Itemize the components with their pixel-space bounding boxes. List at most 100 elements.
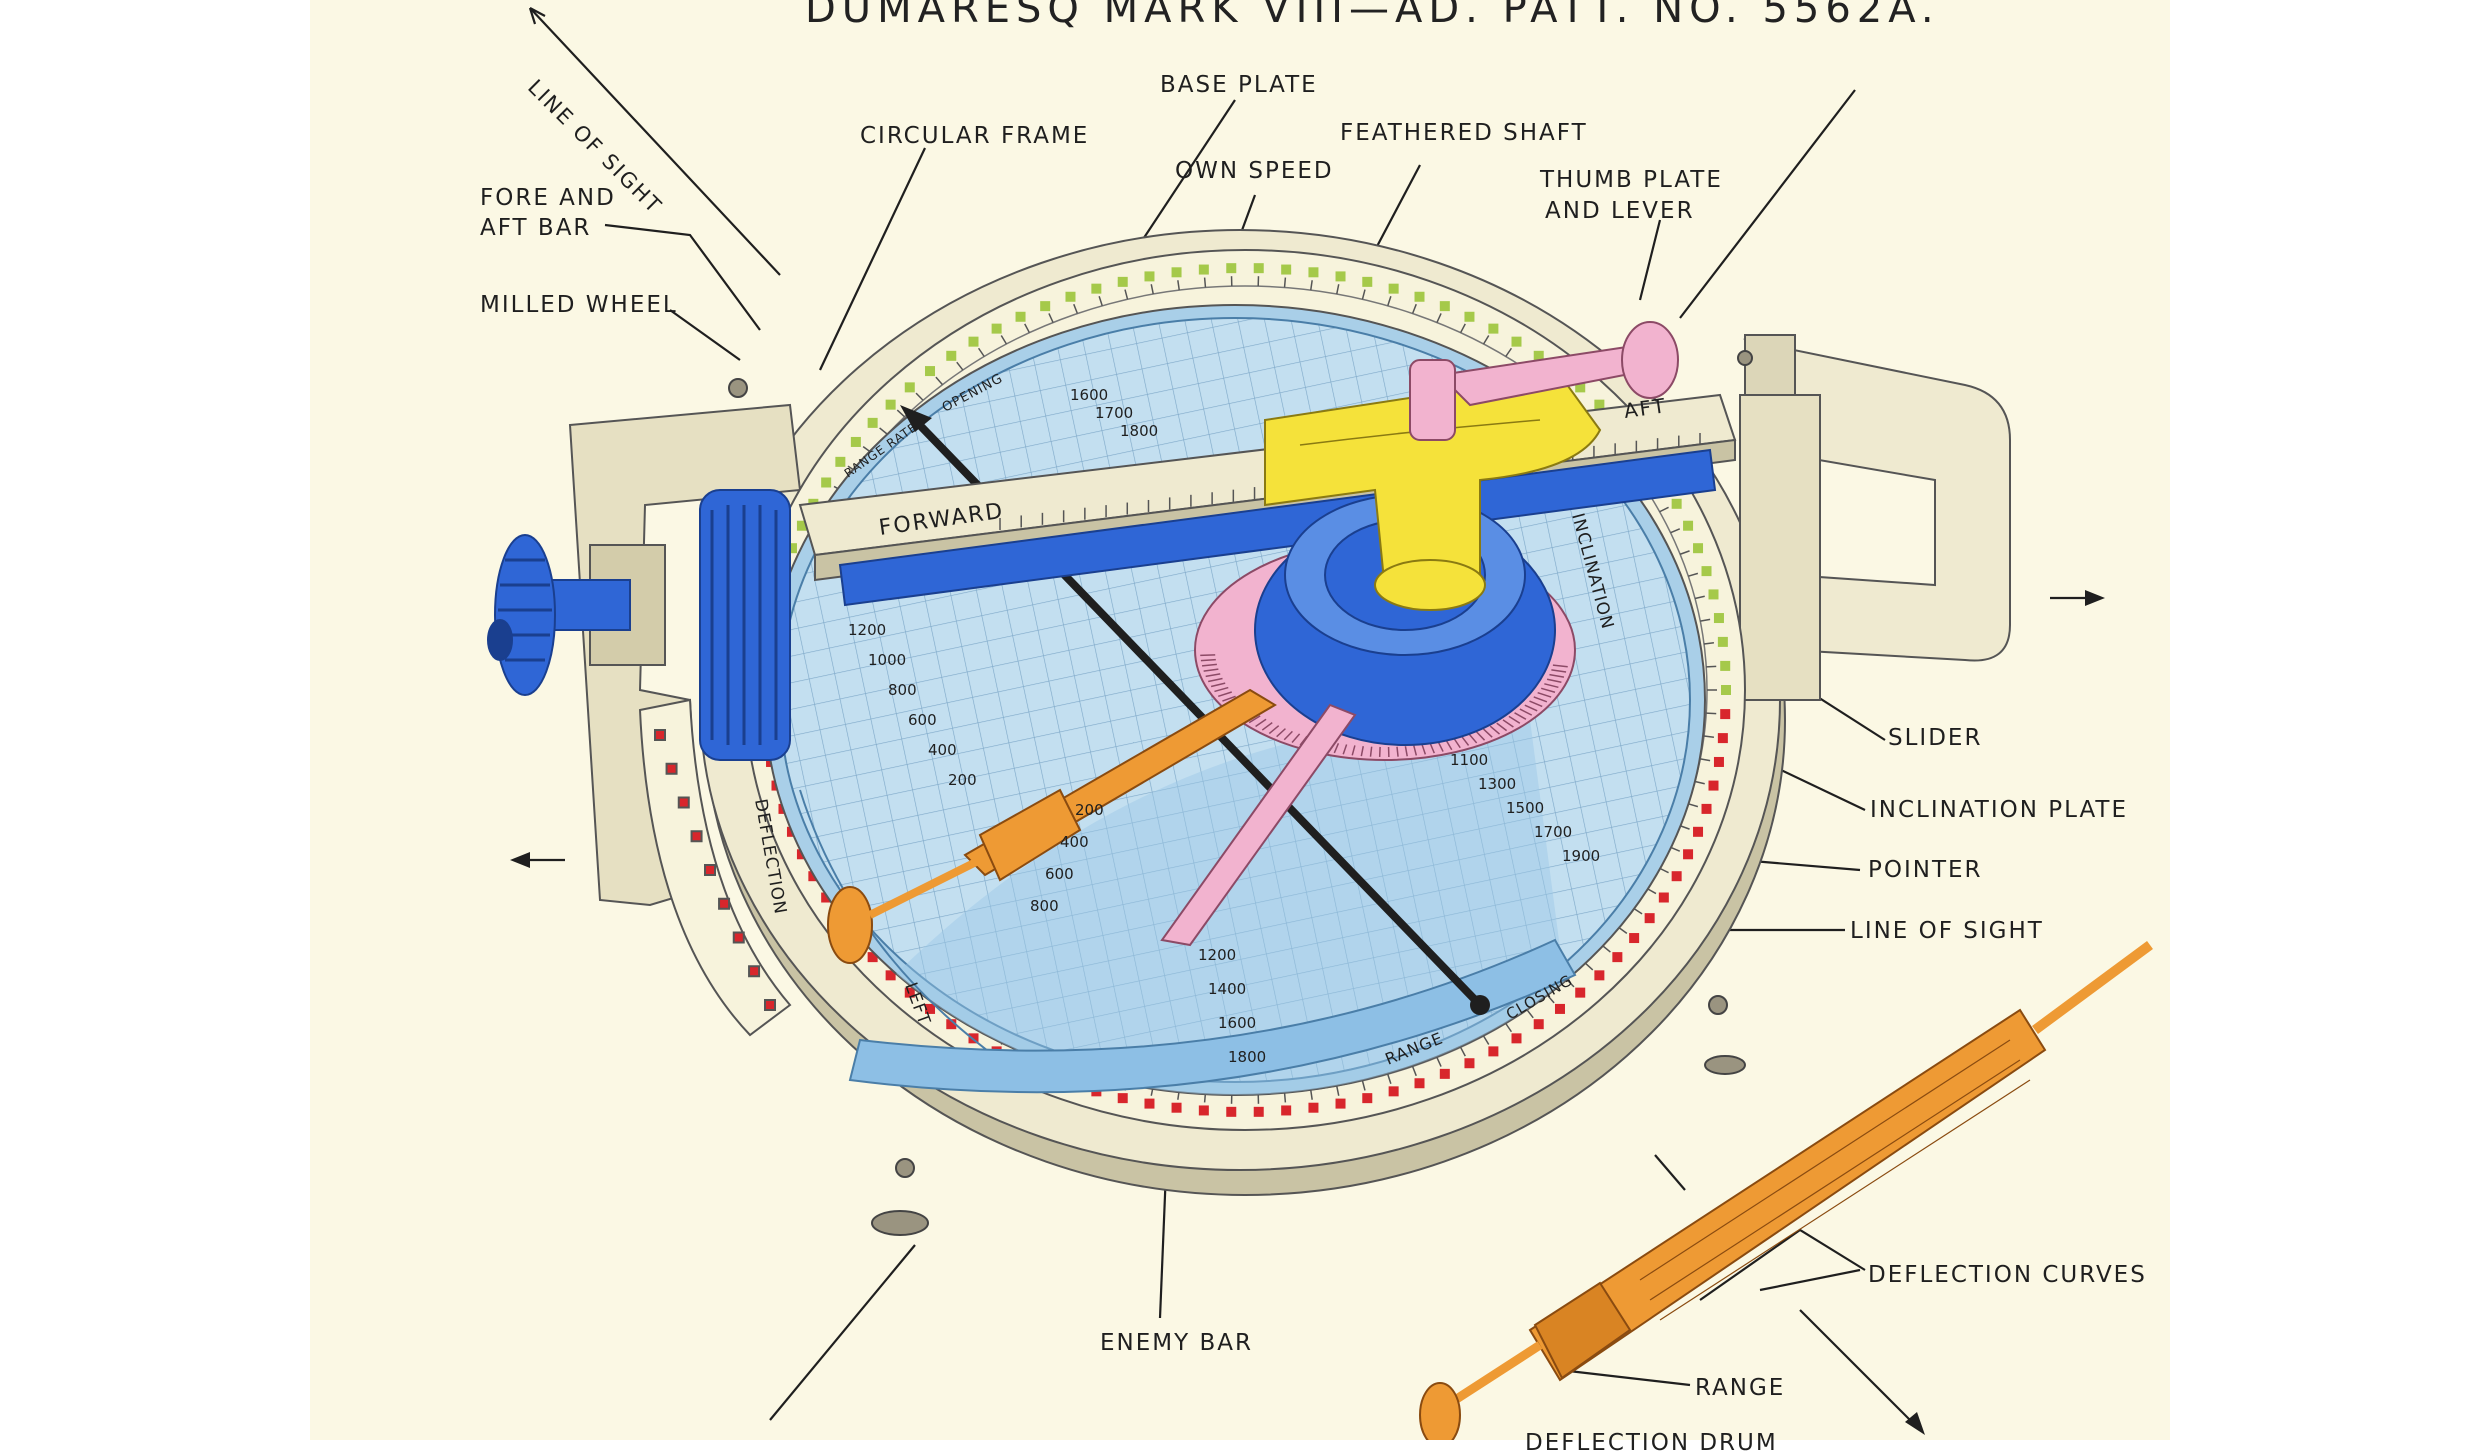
scale-tick: [1708, 781, 1718, 791]
scale-tick: [1511, 1033, 1521, 1043]
label-deflection-drum: DEFLECTION DRUM: [1525, 1430, 1778, 1456]
grid-number: 400: [1060, 833, 1089, 851]
scale-tick: [1683, 849, 1693, 859]
deflection-tick: [679, 798, 689, 808]
scale-tick: [1708, 589, 1718, 599]
scale-tick: [835, 457, 845, 467]
deflection-tick: [734, 933, 744, 943]
scale-tick: [925, 366, 935, 376]
scale-tick: [1144, 1099, 1154, 1109]
scale-tick: [1488, 324, 1498, 334]
scale-tick: [1172, 1103, 1182, 1113]
scale-tick: [1254, 263, 1264, 273]
scale-tick: [946, 351, 956, 361]
scale-tick: [1040, 301, 1050, 311]
scale-tick: [1511, 337, 1521, 347]
scale-tick: [1645, 913, 1655, 923]
scale-tick: [868, 418, 878, 428]
scale-tick: [1308, 267, 1318, 277]
scale-tick: [1091, 284, 1101, 294]
grid-number: 800: [1030, 897, 1059, 915]
scale-tick: [905, 382, 915, 392]
scale-line: [1285, 278, 1286, 288]
grid-number: 1700: [1534, 823, 1572, 841]
scale-tick: [1594, 970, 1604, 980]
grid-number: 200: [948, 771, 977, 789]
deflection-tick: [765, 1000, 775, 1010]
label-enemy-bar: ENEMY BAR: [1100, 1330, 1253, 1356]
scale-tick: [1714, 757, 1724, 767]
scale-tick: [1336, 1099, 1346, 1109]
grid-number: 400: [928, 741, 957, 759]
deflection-tick: [719, 899, 729, 909]
scale-tick: [1118, 1093, 1128, 1103]
label-feathered-shaft: FEATHERED SHAFT: [1340, 120, 1588, 146]
scale-tick: [1226, 1107, 1236, 1117]
scale-line: [1205, 278, 1206, 288]
scale-tick: [1415, 1078, 1425, 1088]
scale-tick: [1720, 709, 1730, 719]
scale-tick: [1464, 312, 1474, 322]
scale-tick: [1281, 265, 1291, 275]
scale-line: [1706, 666, 1716, 667]
right-bracket: [1740, 335, 2010, 700]
label-slider: SLIDER: [1888, 725, 1982, 751]
label-own-speed: OWN SPEED: [1175, 158, 1334, 184]
label-circular-frame: CIRCULAR FRAME: [860, 123, 1089, 149]
scale-tick: [1065, 292, 1075, 302]
scale-tick: [1172, 267, 1182, 277]
scale-tick: [1683, 521, 1693, 531]
scale-tick: [1575, 988, 1585, 998]
plate-tick: [1201, 660, 1216, 661]
scale-tick: [1440, 1069, 1450, 1079]
scale-tick: [1199, 265, 1209, 275]
grid-number: 1800: [1120, 422, 1158, 440]
scale-tick: [1672, 499, 1682, 509]
grid-number: 1700: [1095, 404, 1133, 422]
grid-number: 1900: [1562, 847, 1600, 865]
grid-number: 1000: [868, 651, 906, 669]
label-base-plate: BASE PLATE: [1160, 72, 1318, 98]
grid-number: 1300: [1478, 775, 1516, 793]
scale-tick: [1362, 1093, 1372, 1103]
scale-tick: [1488, 1046, 1498, 1056]
grid-number: 1400: [1208, 980, 1246, 998]
scale-tick: [992, 324, 1002, 334]
plate-tick: [1397, 747, 1398, 757]
grid-number: 600: [908, 711, 937, 729]
label-inclination-plate: INCLINATION PLATE: [1870, 797, 2128, 823]
scale-tick: [1308, 1103, 1318, 1113]
label-pointer: POINTER: [1868, 857, 1983, 883]
label-thumb-plate-2: AND LEVER: [1545, 198, 1695, 224]
scale-tick: [969, 337, 979, 347]
label-fore-aft-1: FORE AND: [480, 185, 616, 211]
scale-tick: [1693, 827, 1703, 837]
scale-tick: [1629, 933, 1639, 943]
scale-tick: [886, 400, 896, 410]
scale-line: [1285, 1093, 1286, 1103]
grid-number: 1600: [1070, 386, 1108, 404]
scale-tick: [1336, 271, 1346, 281]
scale-tick: [1389, 1086, 1399, 1096]
scale-tick: [1612, 952, 1622, 962]
scale-tick: [1714, 613, 1724, 623]
scale-tick: [1720, 661, 1730, 671]
scale-tick: [1016, 312, 1026, 322]
grid-number: 1200: [848, 621, 886, 639]
scale-tick: [1440, 301, 1450, 311]
label-deflection-curves: DEFLECTION CURVES: [1868, 1262, 2147, 1288]
scale-tick: [1721, 685, 1731, 695]
scale-tick: [1702, 804, 1712, 814]
scale-tick: [1226, 263, 1236, 273]
grid-number: 1800: [1228, 1048, 1266, 1066]
deflection-tick: [667, 764, 677, 774]
grid-number: 800: [888, 681, 917, 699]
deflection-tick: [705, 865, 715, 875]
label-line-of-sight-right: LINE OF SIGHT: [1850, 918, 2044, 944]
scale-tick: [1199, 1105, 1209, 1115]
diagram-title: DUMARESQ MARK VIII—AD. PATT. NO. 5562A.: [805, 0, 1940, 32]
scale-tick: [1534, 1019, 1544, 1029]
grid-number: 200: [1075, 801, 1104, 819]
grid-number: 600: [1045, 865, 1074, 883]
